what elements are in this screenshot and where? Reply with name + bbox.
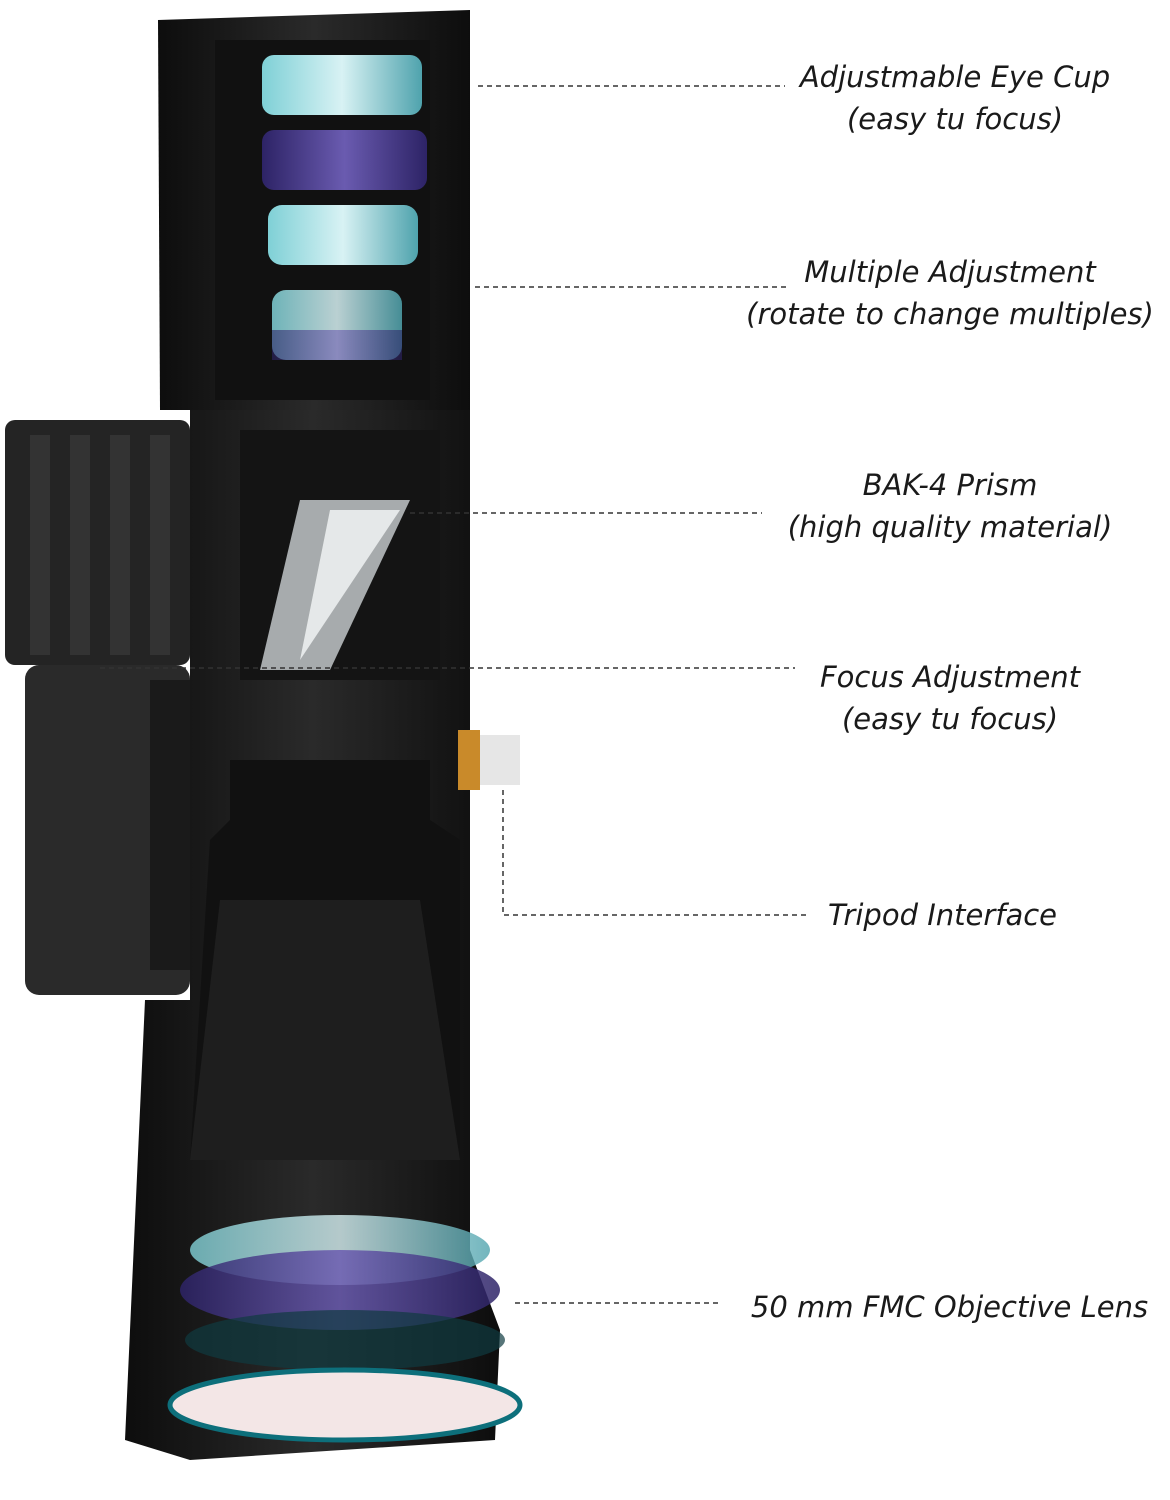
- eyepiece: [158, 10, 470, 410]
- main-body: [125, 410, 500, 1460]
- callout-tripod-interface: Tripod Interface: [800, 894, 1085, 936]
- callout-prism: BAK-4 Prism (high quality material): [760, 464, 1140, 548]
- callout-subtitle: (easy tu focus): [841, 702, 1059, 736]
- callout-objective-lens: 50 mm FMC Objective Lens: [722, 1286, 1170, 1328]
- callout-title: 50 mm FMC Objective Lens: [750, 1290, 1149, 1324]
- tripod-mount: [458, 730, 520, 790]
- focus-knob: [5, 420, 190, 995]
- callout-subtitle: (high quality material): [787, 510, 1113, 544]
- leader-tripod-interface: [502, 790, 808, 916]
- callout-title: BAK-4 Prism: [862, 468, 1038, 502]
- callout-focus-adjustment: Focus Adjustment (easy tu focus): [780, 656, 1120, 740]
- callout-subtitle: (easy tu focus): [846, 102, 1064, 136]
- callout-multiple-adjustment: Multiple Adjustment (rotate to change mu…: [725, 251, 1170, 335]
- leader-lines: [100, 85, 808, 1304]
- callout-eye-cup: Adjustmable Eye Cup (easy tu focus): [760, 56, 1150, 140]
- callout-title: Multiple Adjustment: [804, 255, 1096, 289]
- objective-lens-element: [167, 1215, 523, 1443]
- callout-title: Adjustmable Eye Cup: [799, 60, 1111, 94]
- callout-title: Tripod Interface: [827, 898, 1058, 932]
- callout-subtitle: (rotate to change multiples): [746, 297, 1154, 331]
- callout-title: Focus Adjustment: [819, 660, 1081, 694]
